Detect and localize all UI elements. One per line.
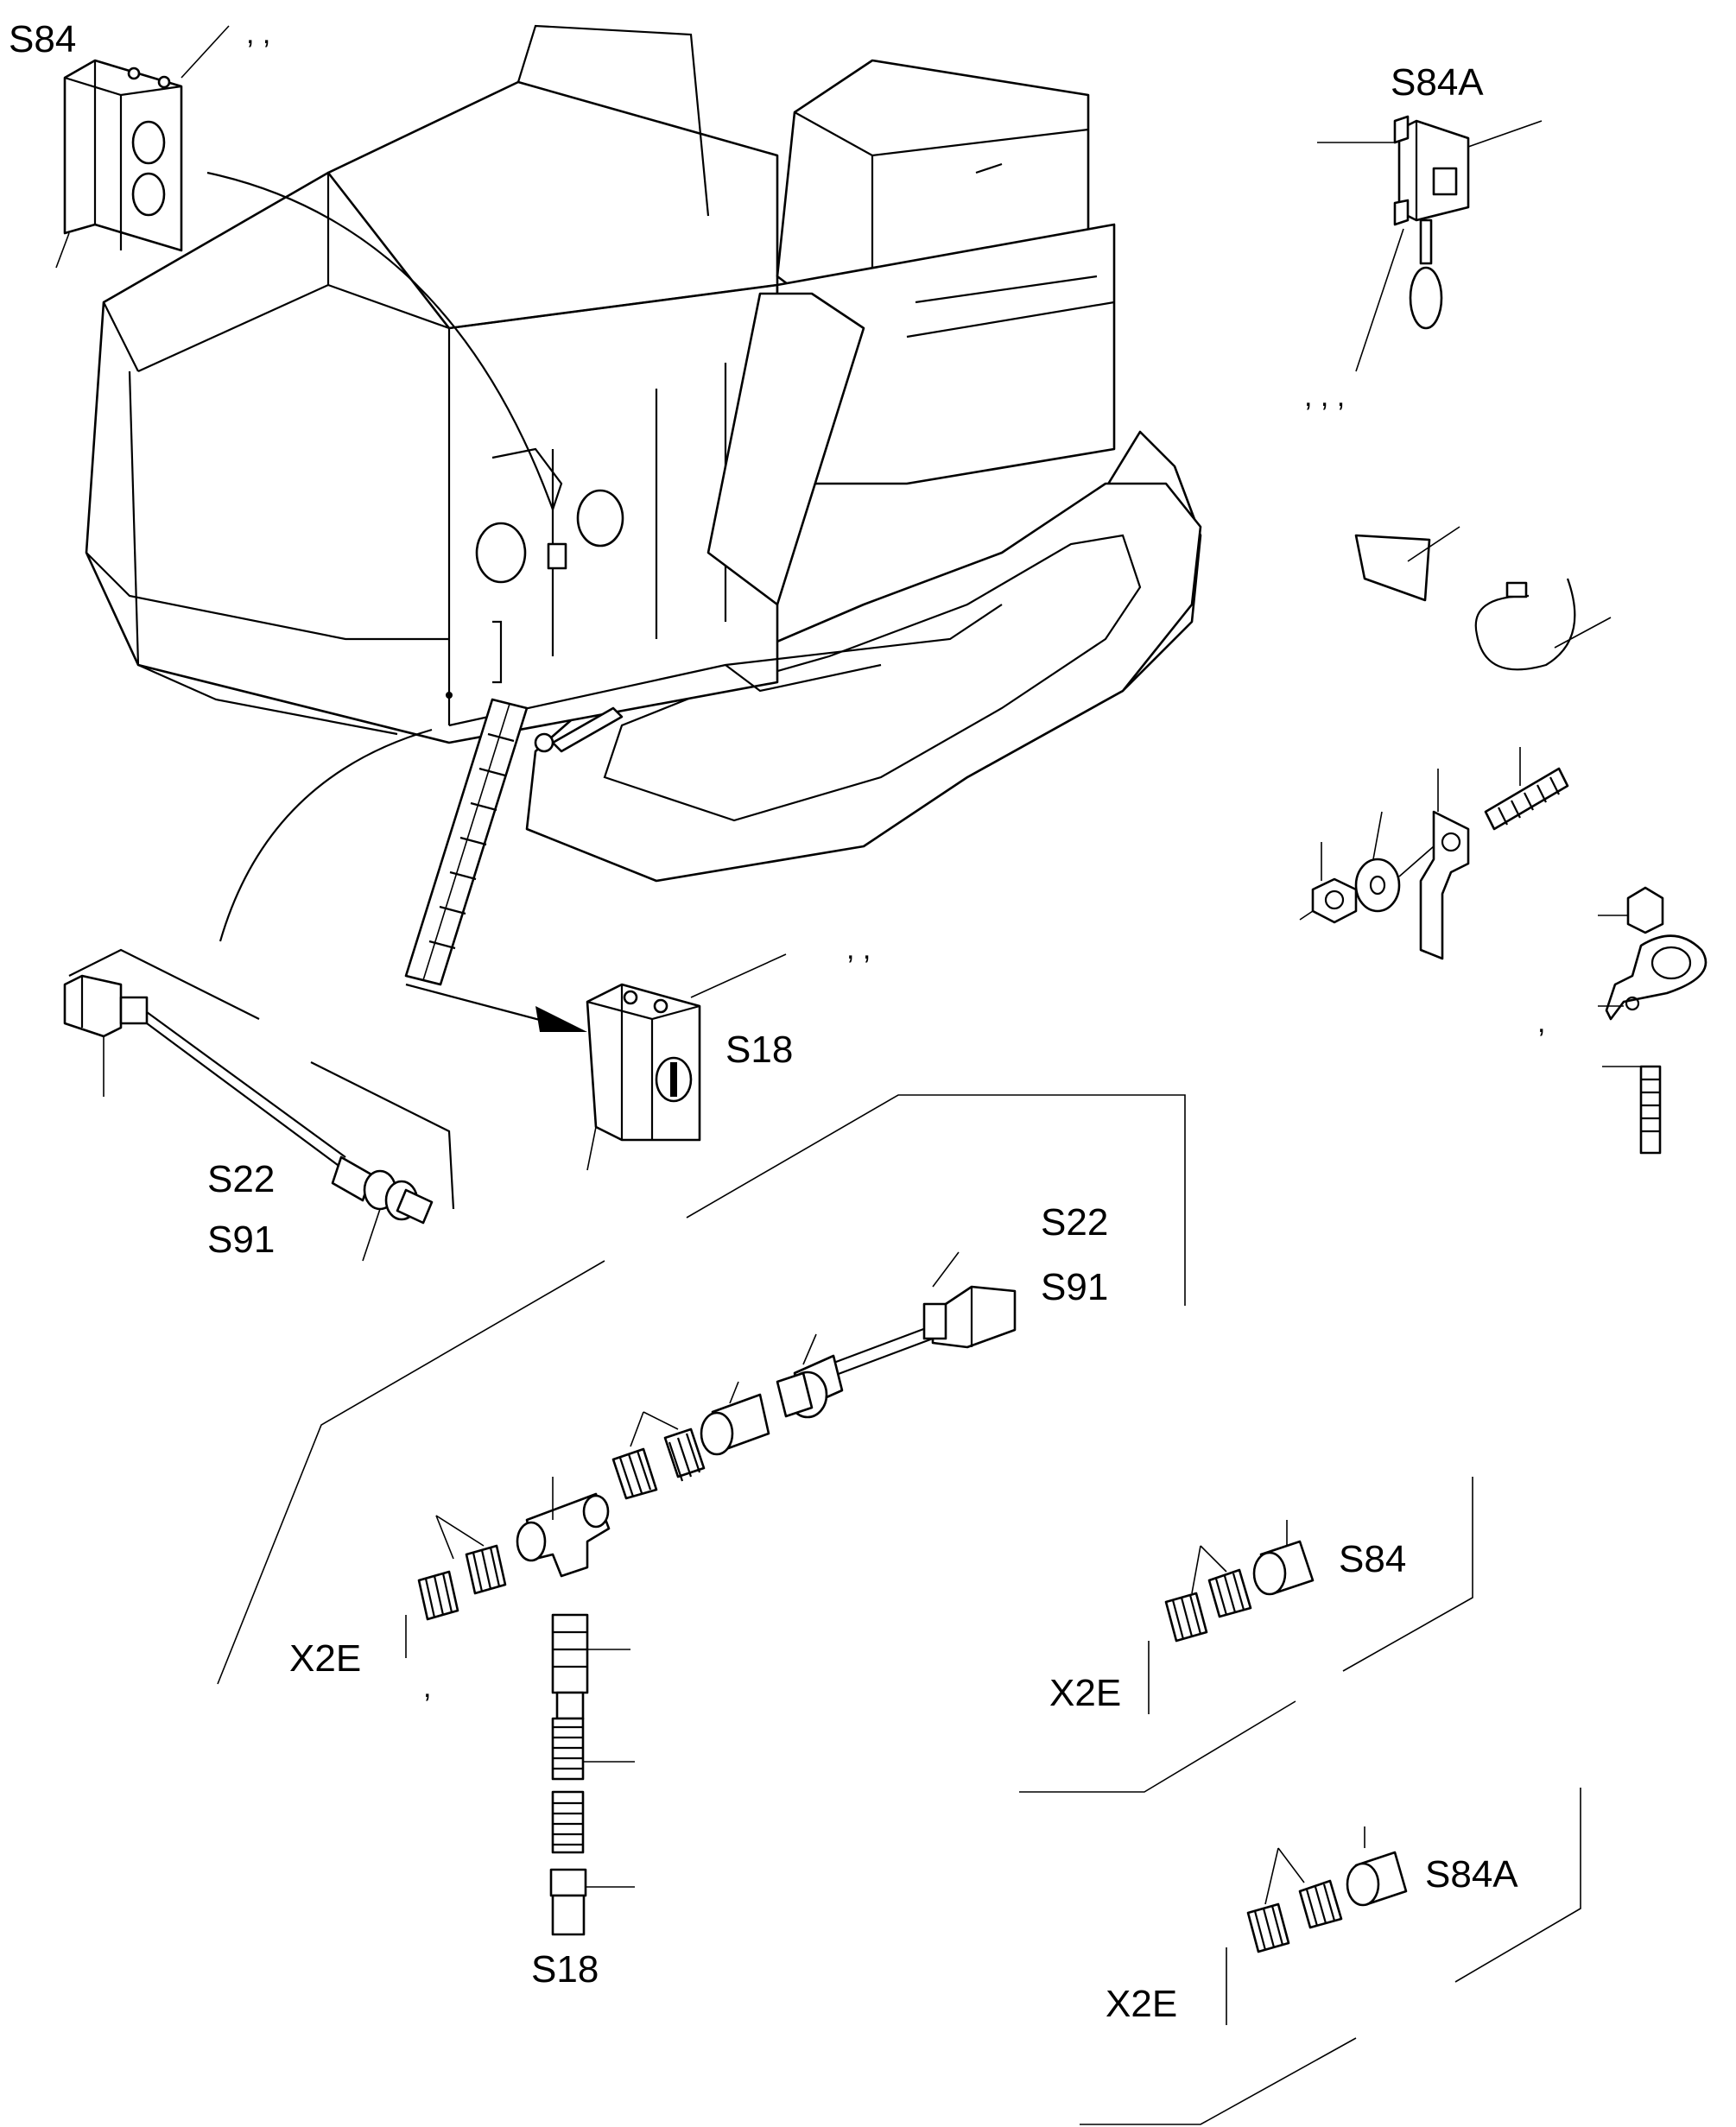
cable-tie-icon (1354, 526, 1612, 671)
ground-strap-hardware-icon (1299, 747, 1569, 960)
separator-s84-top: , , (246, 17, 270, 50)
ladder (404, 698, 529, 986)
excavator-body-icon (85, 24, 1202, 986)
pull-switch-icon (1317, 115, 1543, 372)
s84a-connector-panel (1080, 1788, 1581, 2125)
label-s84a-detail: S84A (1425, 1853, 1518, 1896)
separator-s84a: , , , (1304, 380, 1345, 413)
proximity-sensor-cable-icon (63, 948, 455, 1262)
two-button-switch-box-icon (55, 25, 230, 269)
connector-assembly-panel (217, 1094, 1186, 1936)
label-x2e-s84: X2E (1049, 1672, 1121, 1714)
label-x2e-s84a: X2E (1106, 1983, 1177, 2025)
s84-connector-panel (1019, 1477, 1473, 1793)
label-s84a-top: S84A (1391, 61, 1484, 104)
label-s91-left: S91 (207, 1219, 275, 1261)
label-s18-bottom: S18 (531, 1948, 599, 1991)
label-s18-switch: S18 (725, 1029, 793, 1071)
label-s91-right: S91 (1041, 1266, 1108, 1308)
separator-s18: , , (846, 933, 871, 965)
rotary-switch-box-icon (586, 953, 787, 1171)
p-clamp-hardware-icon (1598, 886, 1707, 1155)
label-x2e-main: X2E (289, 1637, 361, 1680)
label-s22-left: S22 (207, 1158, 275, 1200)
label-s22-right: S22 (1041, 1201, 1108, 1244)
separator-clamp: , (1537, 1006, 1545, 1039)
separator-x2e-main: , (423, 1671, 431, 1704)
label-s84-top: S84 (9, 18, 76, 60)
label-s84-detail: S84 (1339, 1538, 1406, 1580)
